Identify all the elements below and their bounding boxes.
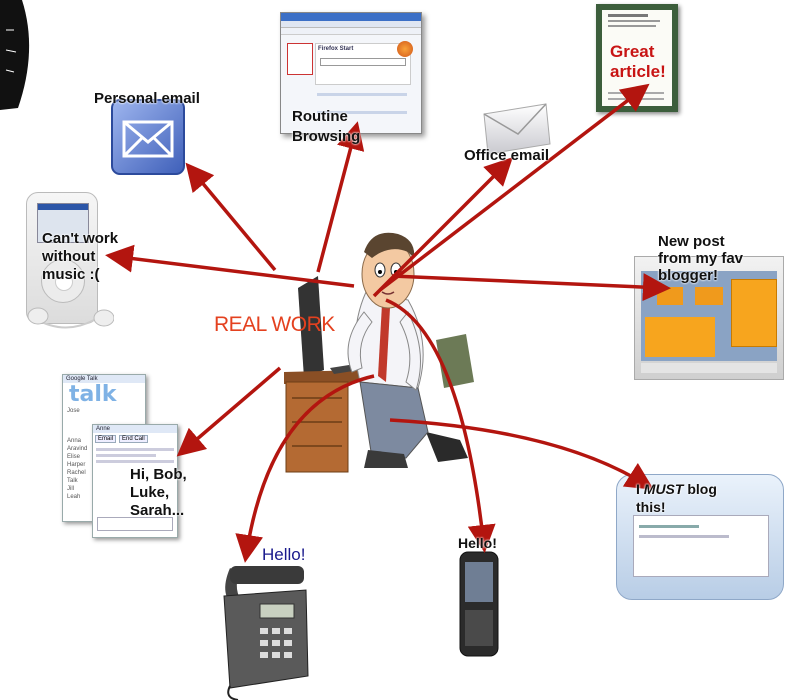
label-blog-this-em: MUST — [643, 481, 684, 497]
label-desk-phone: Hello! — [262, 545, 306, 564]
edge-decoration — [0, 0, 30, 110]
label-great-article: Great article! — [610, 42, 666, 81]
gtalk-chat-title: Anne — [93, 425, 177, 433]
gtalk-contact: Anna — [67, 438, 82, 444]
gtalk-contact: Harper — [67, 462, 86, 468]
gtalk-contact: Jose — [67, 408, 80, 414]
label-blog-this-pre: I — [636, 481, 644, 497]
browser-screenshot: Firefox Start — [280, 12, 422, 134]
label-office-email: Office email — [464, 147, 550, 164]
gtalk-endcall-button: End Call — [119, 435, 148, 443]
gtalk-email-button: Email — [95, 435, 117, 443]
label-blog-post: New post from my fav blogger! — [658, 233, 744, 284]
earphones — [27, 307, 114, 329]
gtalk-contact: Aravind — [67, 446, 88, 452]
label-chat: Hi, Bob, Luke, Sarah... — [130, 466, 187, 519]
blog-editor-screenshot — [616, 474, 784, 600]
label-blog-this: I MUST blog this! — [636, 480, 717, 516]
label-personal-email: Personal email — [94, 90, 200, 107]
music-player — [26, 192, 98, 324]
label-real-work: REAL WORK — [214, 313, 335, 336]
label-routine-browsing: Routine Browsing — [292, 108, 361, 145]
gtalk-contact: Rachel — [67, 470, 86, 476]
gtalk-chat-window: Anne Email End Call — [92, 424, 178, 538]
gtalk-title: Google Talk — [63, 375, 145, 383]
label-music: Can't work without music :( — [42, 230, 119, 283]
gtalk-contact: Elise — [67, 454, 81, 460]
gtalk-contact: Leah — [67, 494, 81, 500]
gtalk-contact: Talk — [67, 478, 78, 484]
mobile-phone — [459, 551, 499, 657]
label-blog-this-post: blog this! — [636, 481, 717, 515]
blog-screenshot — [634, 256, 784, 380]
gtalk-logo: talk — [69, 382, 117, 407]
desk-phone — [223, 566, 309, 700]
browser-title: Firefox Start — [318, 46, 354, 52]
label-mobile-phone: Hello! — [458, 535, 497, 551]
personal-email-icon — [111, 99, 185, 175]
gtalk-contact: Jill — [67, 486, 74, 492]
